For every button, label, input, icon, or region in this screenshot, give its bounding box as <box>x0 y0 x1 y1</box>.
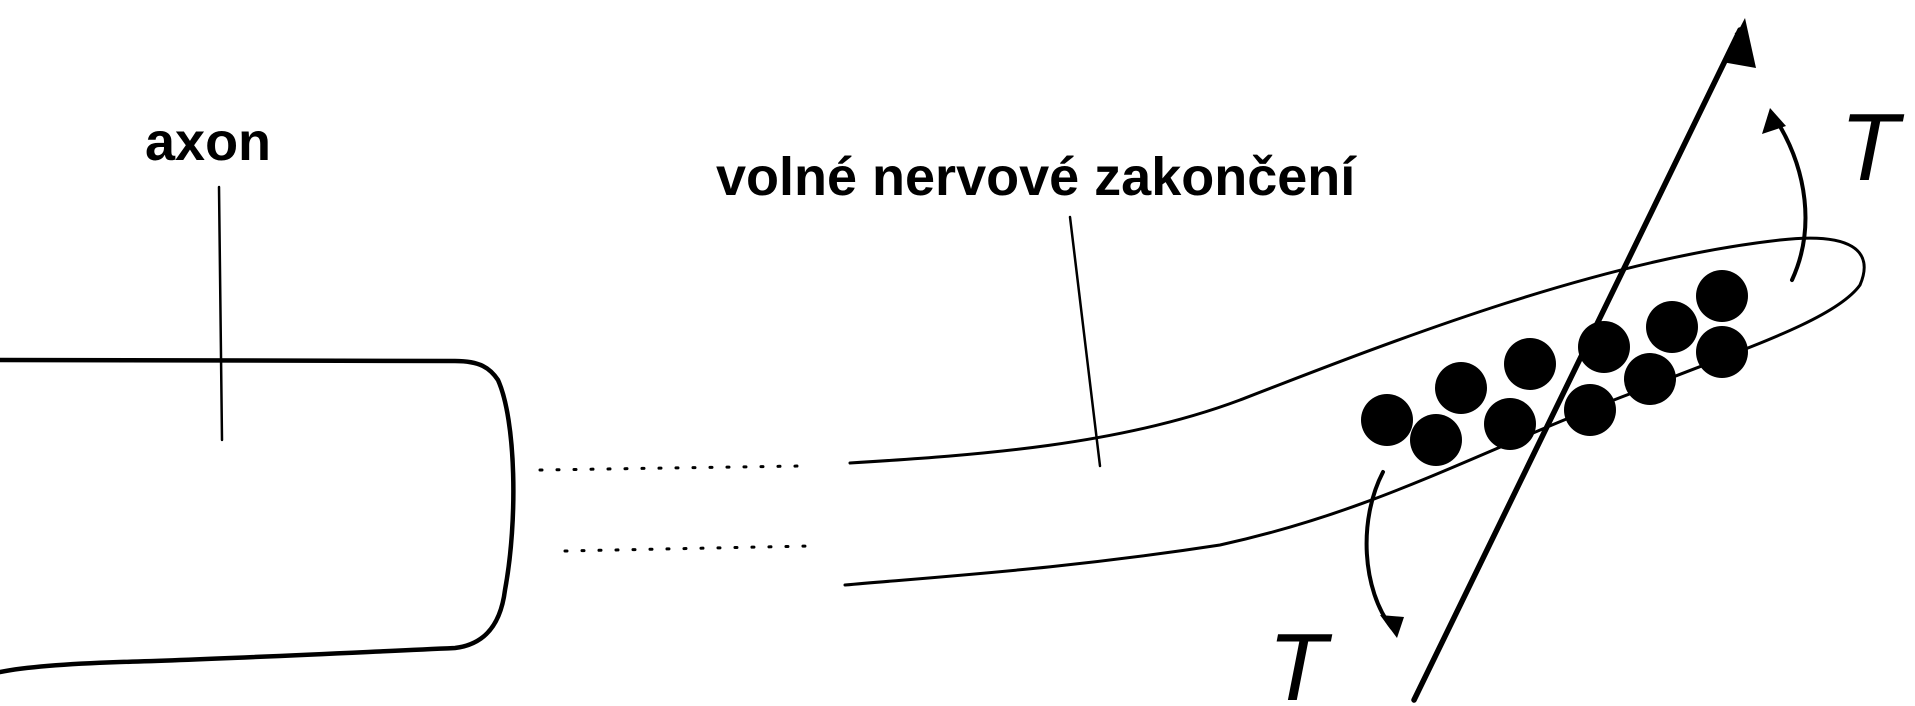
granule <box>1564 384 1616 436</box>
curved-arrow-upper-head <box>1762 108 1786 134</box>
curved-arrow-lower-head <box>1380 615 1404 638</box>
granule <box>1696 326 1748 378</box>
granule <box>1696 270 1748 322</box>
axon-outline <box>0 357 516 675</box>
dotted-connector-top <box>538 464 802 472</box>
curved-arrow-lower <box>1364 470 1394 630</box>
granule-cluster <box>1361 270 1748 466</box>
nerve-ending-leader-line <box>1068 215 1102 468</box>
free-nerve-ending-label: volné nervové zakončení <box>716 147 1357 207</box>
granule <box>1504 338 1556 390</box>
nerve-ending-outline <box>843 236 1866 587</box>
granule <box>1646 301 1698 353</box>
dotted-connector-bottom <box>563 544 812 553</box>
granule <box>1435 362 1487 414</box>
curved-arrow-upper <box>1773 116 1808 282</box>
granule <box>1624 353 1676 405</box>
axon-leader-line <box>217 185 224 442</box>
tension-label-right: T <box>1840 94 1905 201</box>
tension-label-left: T <box>1268 614 1333 706</box>
long-arrow-head <box>1722 18 1756 68</box>
long-diagonal-arrow <box>1411 27 1743 703</box>
granule <box>1361 394 1413 446</box>
granule <box>1484 398 1536 450</box>
axon-label: axon <box>145 112 271 172</box>
granule <box>1410 414 1462 466</box>
